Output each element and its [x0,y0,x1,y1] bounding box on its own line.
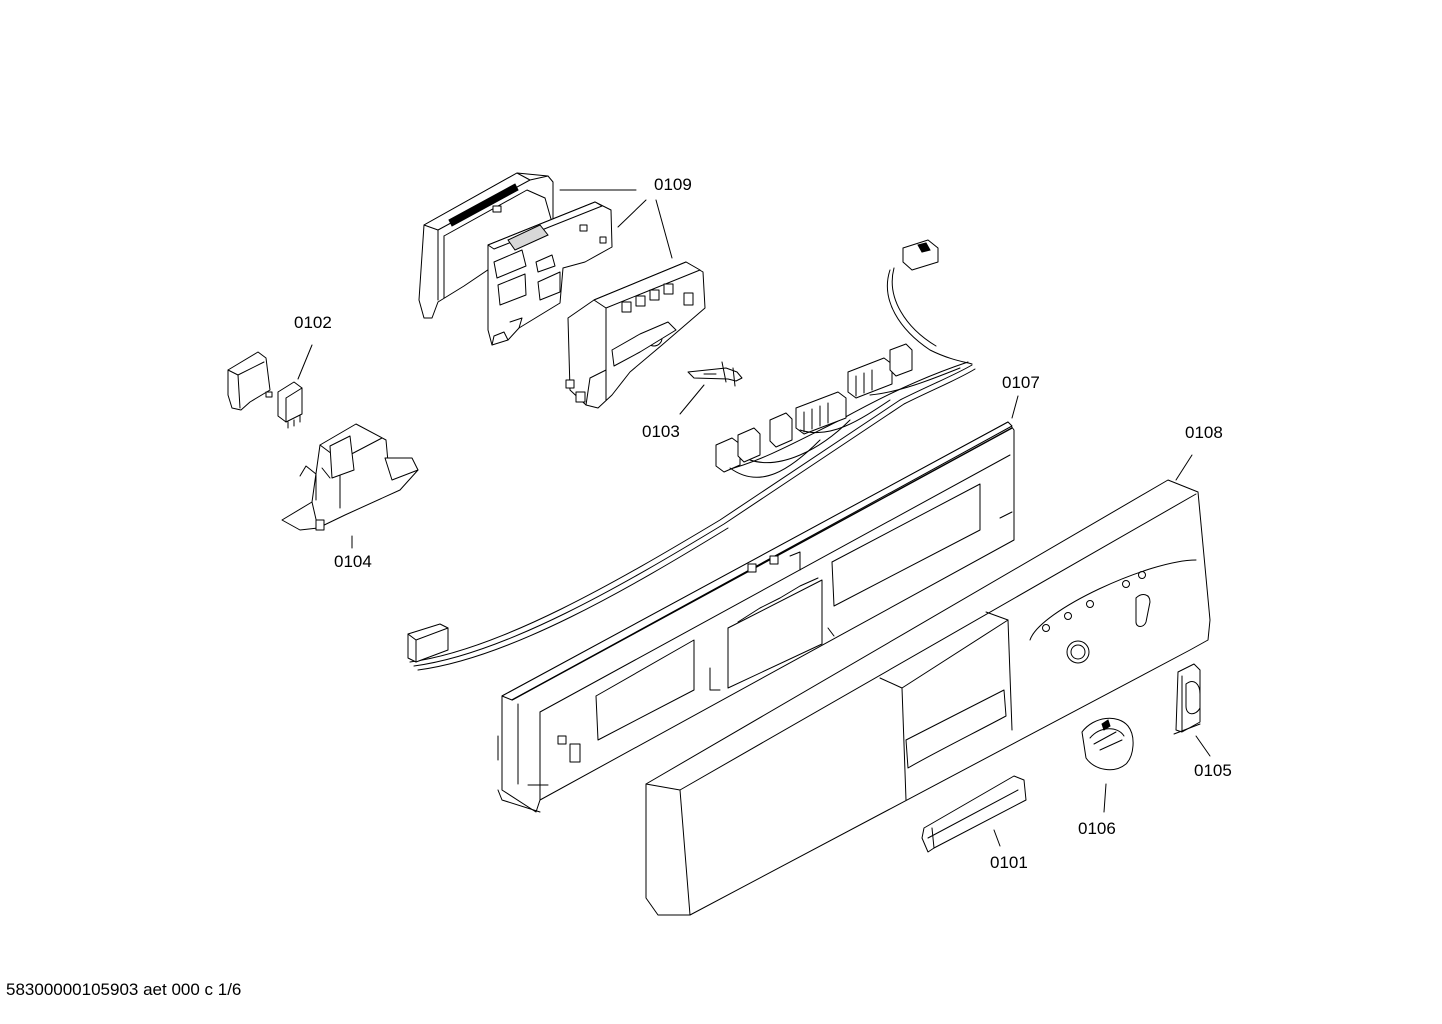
part-0101-strip [921,775,1027,853]
leader-0109-b [617,199,647,228]
part-0108-front-panel [645,454,1211,916]
part-0109-module-group [418,172,706,409]
part-0107-frame [497,395,1019,813]
part-0106-knob [1081,717,1134,813]
part-0103-pin [679,361,743,415]
leader-0101 [993,829,1001,847]
leader-0108 [1175,454,1193,481]
label-0102: 0102 [294,313,332,332]
leader-0105 [1195,735,1211,757]
wiring-harness [407,239,976,671]
part-0104-bracket [281,423,419,549]
label-0101: 0101 [990,853,1028,872]
label-0106: 0106 [1078,819,1116,838]
label-0105: 0105 [1194,761,1232,780]
leader-0103 [679,384,705,415]
label-0103: 0103 [642,422,680,441]
document-reference: 58300000105903 aet 000 c 1/6 [6,980,242,999]
module-control-unit [565,261,706,409]
leader-0109-c [655,199,673,259]
label-0109: 0109 [654,175,692,194]
label-0107: 0107 [1002,373,1040,392]
module-circuit-board [487,201,613,346]
label-0108: 0108 [1185,423,1223,442]
label-0104: 0104 [334,552,372,571]
leader-0102 [297,344,313,380]
leader-0106 [1103,783,1107,813]
part-0102-switch [227,344,313,429]
module-cover [418,172,554,319]
leader-0107 [1011,395,1019,419]
part-0105-clip [1173,663,1211,757]
